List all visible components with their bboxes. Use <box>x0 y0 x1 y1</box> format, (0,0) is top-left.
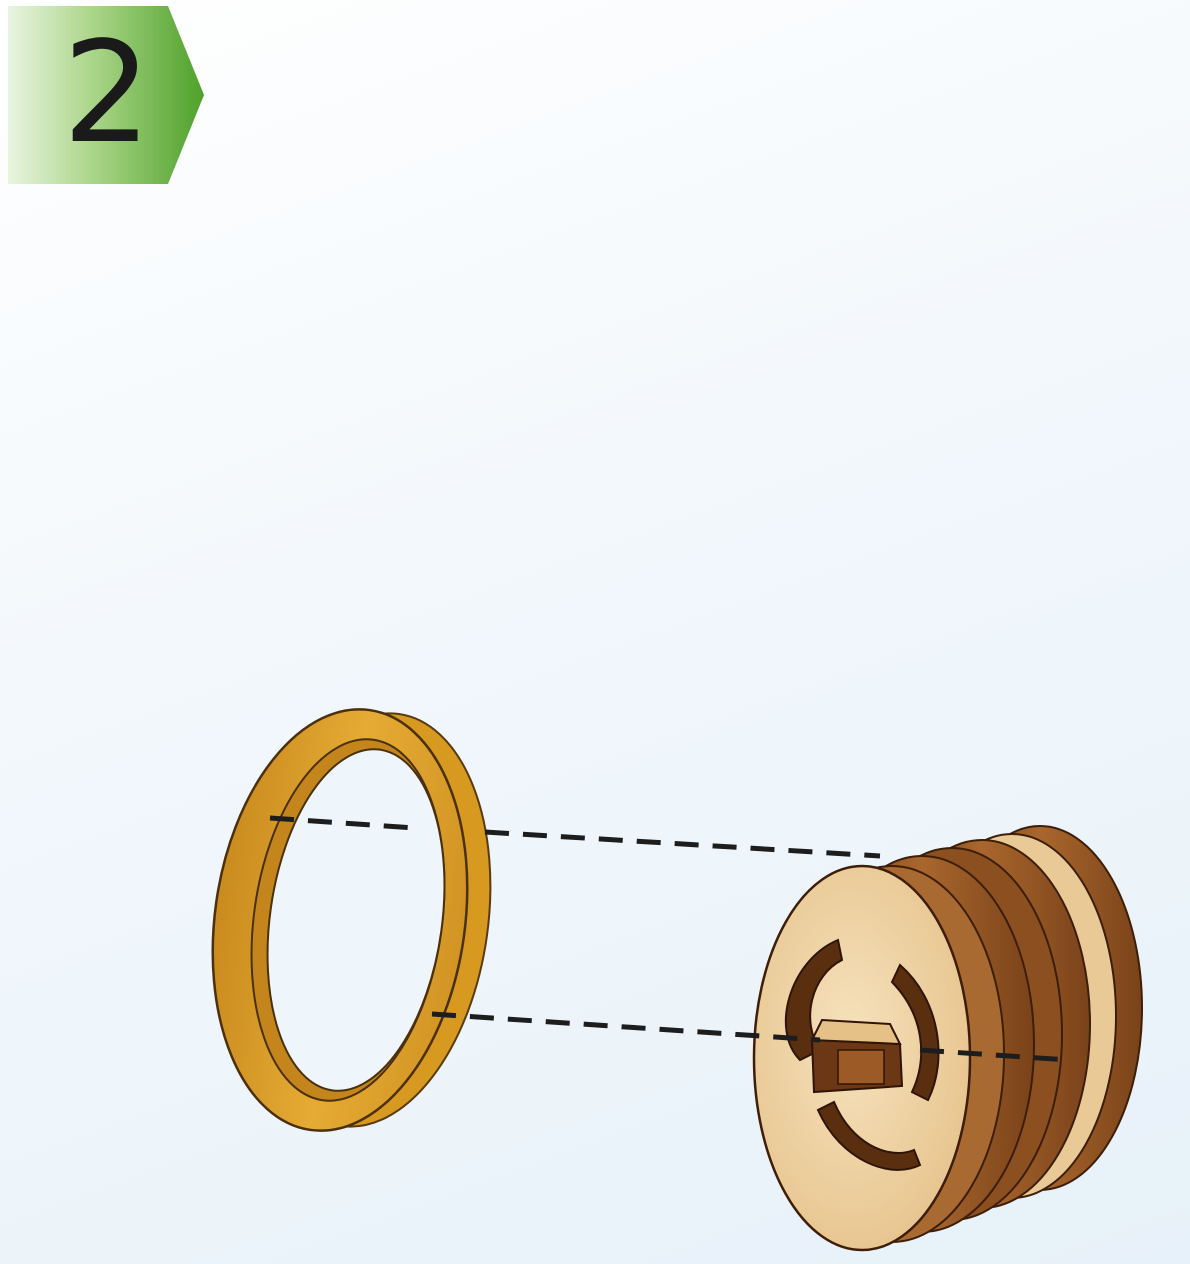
ring-part-icon <box>187 693 516 1148</box>
